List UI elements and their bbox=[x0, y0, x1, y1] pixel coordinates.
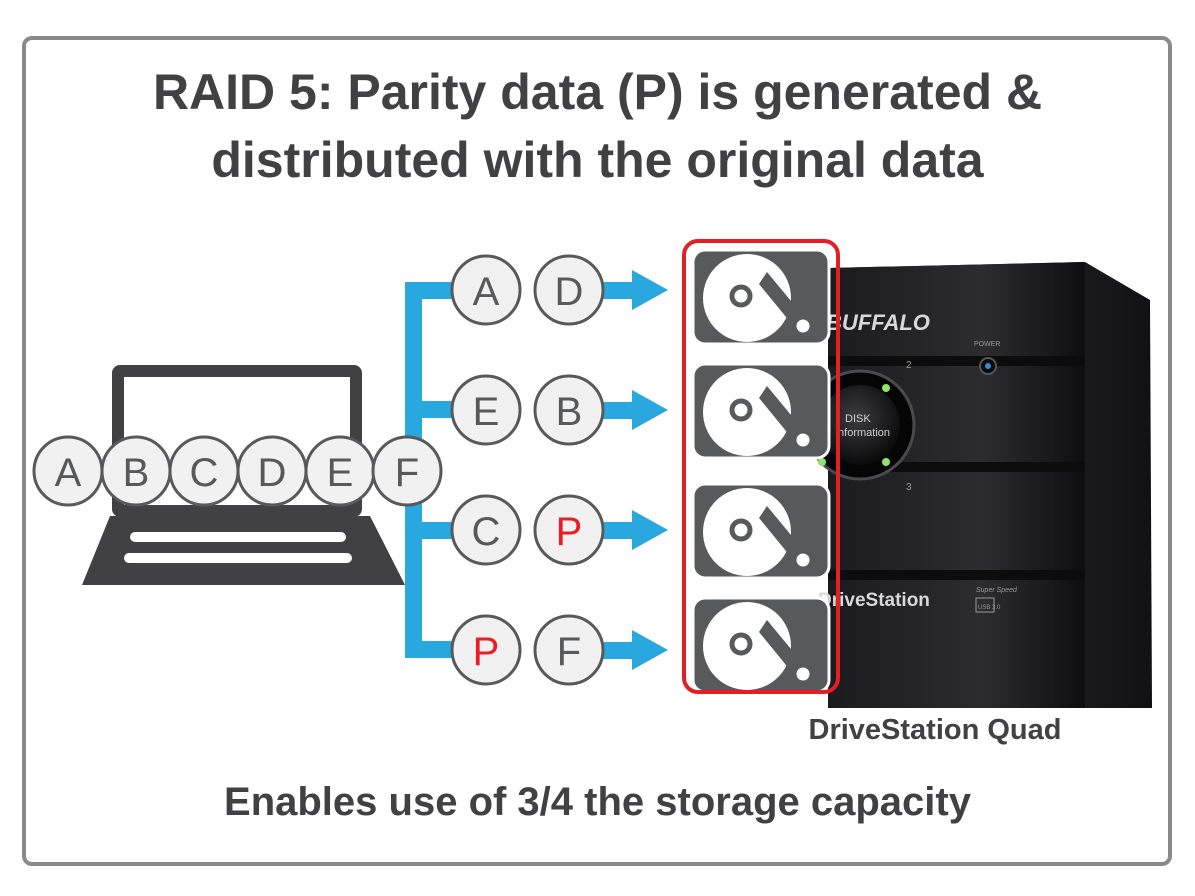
data-block-label: F bbox=[557, 630, 581, 674]
disk-info-label: DISK bbox=[845, 413, 871, 425]
hard-drive-icon bbox=[691, 362, 831, 460]
data-block-label: D bbox=[258, 451, 287, 495]
parity-block-circle: P bbox=[450, 614, 522, 686]
data-block-circle: C bbox=[168, 435, 240, 507]
data-block-circle: B bbox=[533, 374, 605, 446]
data-block-circle: D bbox=[533, 254, 605, 326]
data-block-label: B bbox=[556, 390, 583, 434]
product-label: DriveStation Quad bbox=[808, 714, 1062, 746]
data-block-label: D bbox=[555, 270, 584, 314]
arrow bbox=[600, 630, 668, 670]
power-label: POWER bbox=[974, 341, 1000, 348]
usb-badge bbox=[975, 597, 995, 613]
data-block-circle: E bbox=[450, 374, 522, 446]
title-line-1: RAID 5: Parity data (P) is generated & bbox=[152, 64, 1043, 120]
hard-drive-icon bbox=[691, 248, 831, 346]
data-block-circle: D bbox=[236, 435, 308, 507]
data-block-label: P bbox=[556, 510, 583, 554]
title-line-2: distributed with the original data bbox=[211, 132, 984, 188]
parity-block-circle: P bbox=[533, 494, 605, 566]
data-block-label: F bbox=[395, 451, 419, 495]
data-block-circle: F bbox=[371, 435, 443, 507]
brand-logo: BUFFALO bbox=[826, 310, 930, 335]
data-block-circle: A bbox=[32, 435, 104, 507]
usb-badge-top: Super Speed bbox=[976, 587, 1018, 594]
status-led bbox=[882, 384, 890, 392]
capacity-caption: Enables use of 3/4 the storage capacity bbox=[224, 780, 971, 824]
arrow bbox=[600, 510, 668, 550]
drivestation-device: DISK Information 2 3 BUFFALO POWER Drive… bbox=[804, 262, 1152, 708]
data-block-label: E bbox=[473, 390, 500, 434]
drive-rows: A D E B C P P F bbox=[450, 248, 831, 694]
bay-number: 3 bbox=[906, 482, 912, 493]
data-block-label: A bbox=[473, 270, 500, 314]
data-block-label: B bbox=[123, 451, 150, 495]
arrow bbox=[600, 390, 668, 430]
model-text: DriveStation bbox=[818, 590, 930, 611]
distribution-arrows bbox=[405, 270, 668, 670]
hard-drive-icon bbox=[691, 596, 831, 694]
data-block-circle: B bbox=[100, 435, 172, 507]
data-block-label: A bbox=[55, 451, 82, 495]
drive-array-outline bbox=[682, 239, 840, 694]
bay-number: 2 bbox=[906, 360, 912, 371]
diagram-frame bbox=[22, 36, 1172, 866]
data-block-circle: A bbox=[450, 254, 522, 326]
status-led bbox=[818, 458, 826, 466]
arrow bbox=[600, 270, 668, 310]
data-block-label: C bbox=[472, 510, 501, 554]
data-block-circle: E bbox=[304, 435, 376, 507]
disk-info-label: Information bbox=[835, 427, 890, 439]
usb-badge-bottom: USB 3.0 bbox=[978, 605, 1001, 611]
data-block-label: C bbox=[190, 451, 219, 495]
data-block-circle: F bbox=[533, 614, 605, 686]
data-block-circle: C bbox=[450, 494, 522, 566]
data-block-label: P bbox=[473, 630, 500, 674]
hard-drive-icon bbox=[691, 482, 831, 580]
data-block-label: E bbox=[327, 451, 354, 495]
status-led bbox=[882, 458, 890, 466]
